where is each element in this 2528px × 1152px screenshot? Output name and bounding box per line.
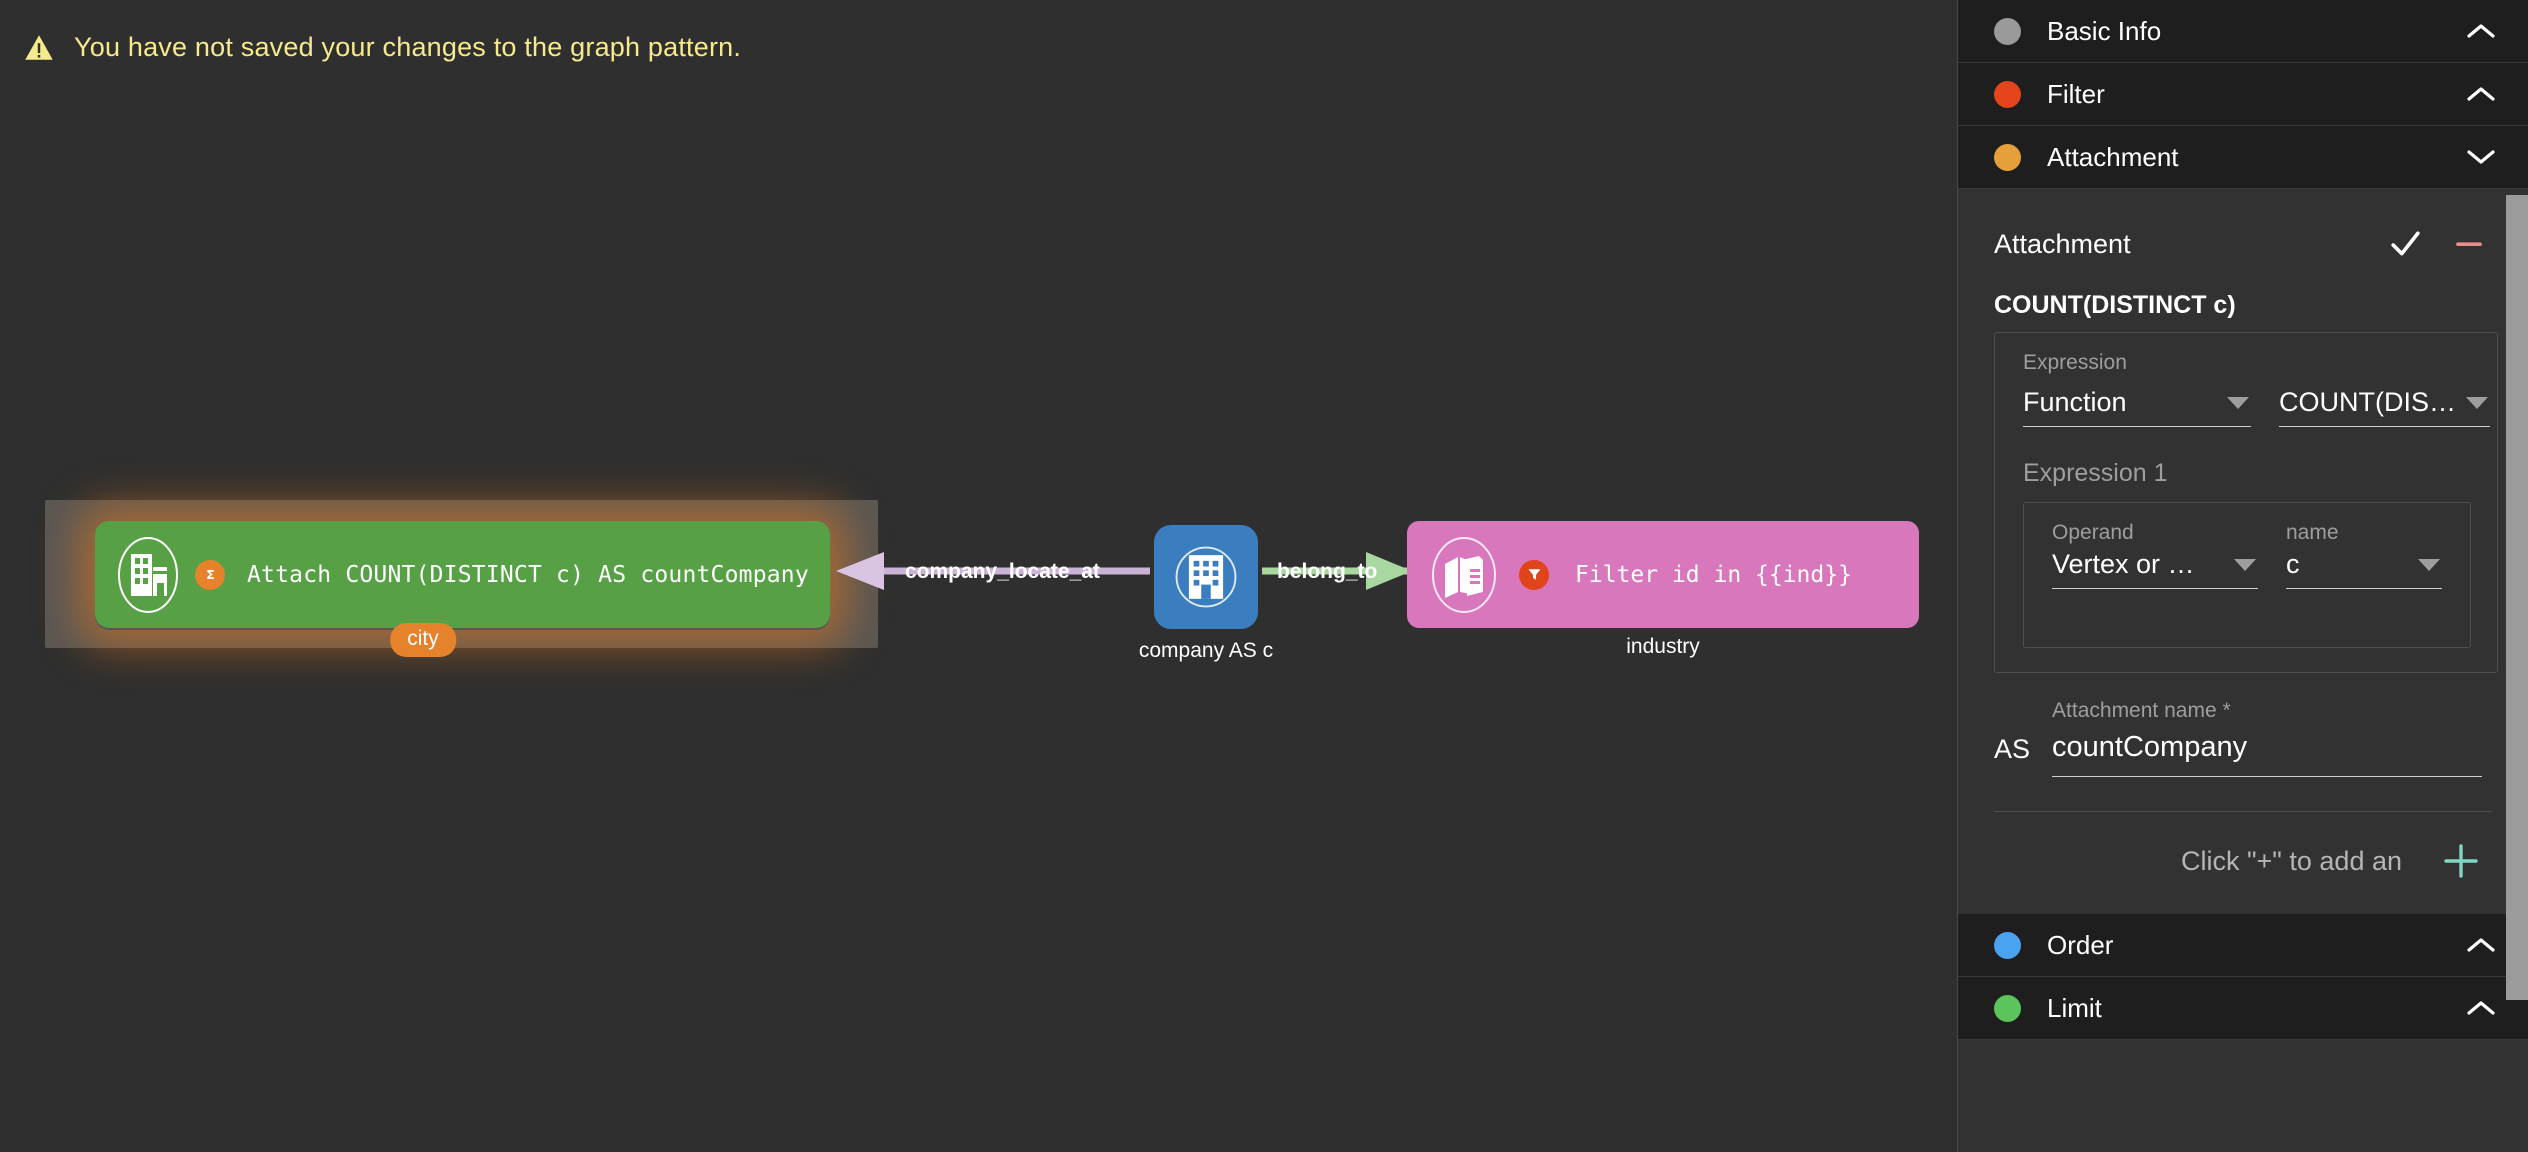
panel-section-attachment[interactable]: Attachment	[1958, 126, 2528, 189]
operand-value: Vertex or …	[2052, 549, 2195, 579]
plus-icon[interactable]	[2442, 842, 2480, 880]
check-icon[interactable]	[2384, 223, 2426, 265]
node-caption-city: city	[390, 623, 456, 657]
edge-label-company-locate-at[interactable]: company_locate_at	[905, 560, 1100, 583]
attachment-row-header: Attachment	[1958, 189, 2528, 265]
graph-node-city[interactable]: Σ Attach COUNT(DISTINCT c) AS countCompa…	[95, 521, 830, 628]
attachment-name-field[interactable]: Attachment name * countCompany	[2052, 699, 2482, 777]
graph-canvas[interactable]: You have not saved your changes to the g…	[0, 0, 1957, 1152]
status-dot-attachment	[1994, 143, 2021, 171]
add-expression-row: Click "+" to add an	[1994, 811, 2492, 914]
operand-row: Operand Vertex or … name c	[2024, 521, 2470, 593]
panel-scrollbar-thumb[interactable]	[2506, 195, 2528, 1000]
panel-section-label-filter: Filter	[2047, 78, 2105, 109]
chevron-up-icon[interactable]	[2466, 22, 2496, 40]
building-circle-icon	[117, 536, 179, 614]
panel-section-label-order: Order	[2047, 929, 2114, 960]
status-dot-filter	[1994, 80, 2021, 108]
expression-function-select[interactable]: COUNT(DIS…	[2279, 383, 2490, 431]
node-filter-text: Filter id in {{ind}}	[1575, 561, 1852, 588]
warning-text: You have not saved your changes to the g…	[74, 32, 742, 62]
attachment-row-label: Attachment	[1994, 228, 2131, 259]
expression-function-value: COUNT(DIS…	[2279, 387, 2456, 417]
operand-name-value: c	[2286, 549, 2300, 579]
expression-box: Expression Function COUNT(DIS…	[1994, 332, 2498, 673]
panel-section-label-limit: Limit	[2047, 992, 2102, 1023]
panel-section-filter[interactable]: Filter	[1958, 63, 2528, 126]
attachment-name-row: AS Attachment name * countCompany	[1958, 673, 2528, 777]
expression-title: COUNT(DISTINCT c)	[1994, 291, 2236, 319]
filter-icon	[1519, 559, 1549, 590]
chevron-down-icon[interactable]	[2466, 397, 2488, 409]
as-keyword-label: AS	[1994, 734, 2031, 764]
panel-section-basic-info[interactable]: Basic Info	[1958, 0, 2528, 63]
sum-icon: Σ	[195, 559, 225, 590]
unsaved-changes-warning: You have not saved your changes to the g…	[24, 32, 741, 63]
chevron-down-icon[interactable]	[2418, 559, 2440, 571]
edge-label-belong-to[interactable]: belong_to	[1277, 560, 1378, 583]
expression-group-label: Expression	[2023, 351, 2127, 374]
chevron-up-icon[interactable]	[2466, 999, 2496, 1017]
chevron-up-icon[interactable]	[2466, 85, 2496, 103]
node-caption-company: company AS c	[1138, 639, 1274, 662]
node-expression-text: Attach COUNT(DISTINCT c) AS countCompany	[247, 561, 809, 588]
operand-label: Operand	[2052, 521, 2134, 544]
expression-selects-row: Function COUNT(DIS…	[1995, 383, 2497, 431]
expression-sub-label: Expression 1	[2023, 459, 2168, 487]
attachment-section-body: Attachment COUNT(DISTINCT c) Expression …	[1958, 189, 2528, 914]
minus-icon[interactable]	[2448, 223, 2490, 265]
panel-section-label-basic-info: Basic Info	[2047, 15, 2162, 46]
edge-layer	[836, 552, 1412, 590]
warning-triangle-icon	[25, 35, 53, 60]
chevron-down-icon[interactable]	[2227, 397, 2249, 409]
properties-panel[interactable]: Basic Info Filter Attachment Attachment	[1957, 0, 2528, 1152]
status-dot-limit	[1994, 994, 2021, 1022]
graph-node-company[interactable]: company AS c	[1139, 525, 1273, 662]
svg-text:Σ: Σ	[206, 568, 215, 583]
operand-select[interactable]: Operand Vertex or …	[2052, 521, 2258, 593]
panel-section-label-attachment: Attachment	[2047, 141, 2179, 172]
status-dot-basic-info	[1994, 17, 2021, 45]
chevron-up-icon[interactable]	[2466, 936, 2496, 954]
node-caption-industry: industry	[1626, 635, 1700, 658]
building-icon	[1175, 546, 1237, 608]
chevron-down-icon[interactable]	[2466, 148, 2496, 166]
chevron-down-icon[interactable]	[2234, 559, 2256, 571]
add-expression-hint: Click "+" to add an	[2180, 845, 2402, 876]
graph-node-industry[interactable]: Filter id in {{ind}} industry	[1407, 521, 1919, 658]
expression-1-box: Operand Vertex or … name c	[2023, 502, 2471, 648]
canvas-bottom-cut-glyph: …	[782, 1146, 808, 1152]
attachment-name-label: Attachment name *	[2052, 699, 2231, 722]
operand-name-select[interactable]: name c	[2286, 521, 2442, 593]
status-dot-order	[1994, 931, 2021, 959]
expression-type-select[interactable]: Function	[2023, 383, 2251, 431]
expression-type-value: Function	[2023, 387, 2127, 417]
operand-name-label: name	[2286, 521, 2339, 544]
panel-section-limit[interactable]: Limit	[1958, 977, 2528, 1040]
attachment-name-input[interactable]: countCompany	[2052, 723, 2482, 777]
panel-section-order[interactable]: Order	[1958, 914, 2528, 977]
boxes-circle-icon	[1431, 536, 1497, 614]
